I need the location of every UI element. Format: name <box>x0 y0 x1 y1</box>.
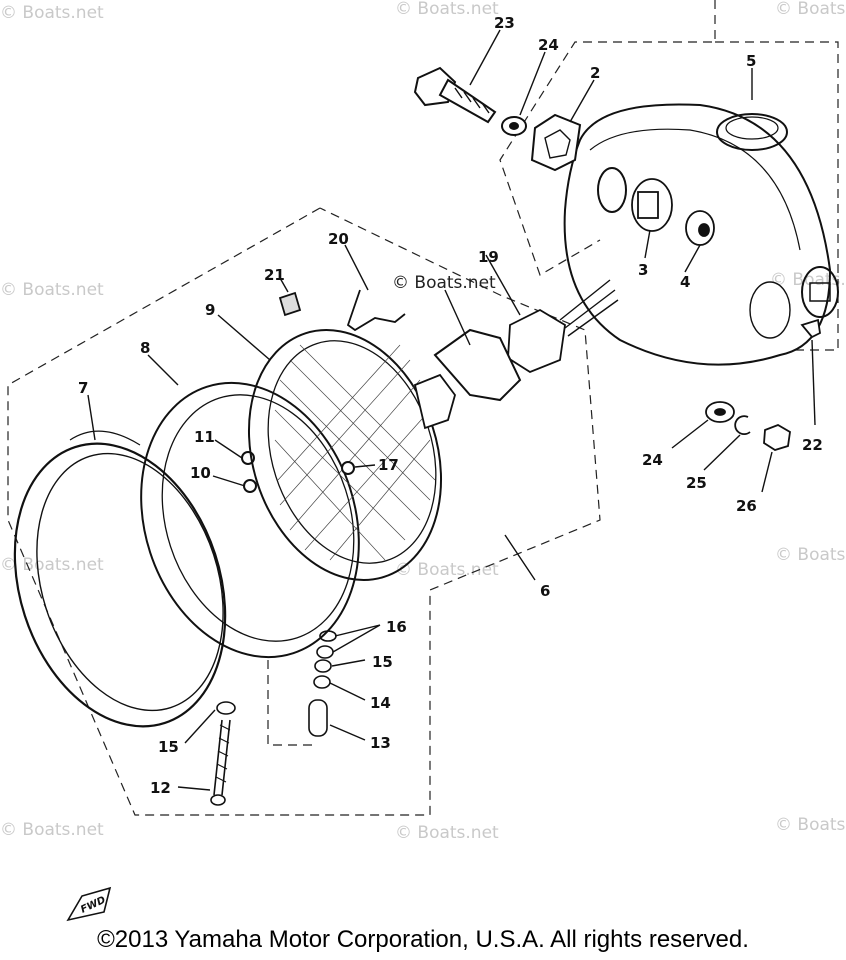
case-boundary-right <box>715 41 839 351</box>
center-watermark: © Boats.net <box>392 273 496 293</box>
callout-10: 10 <box>190 464 211 482</box>
boot-18 <box>433 328 522 402</box>
copyright-text: ©2013 Yamaha Motor Corporation, U.S.A. A… <box>97 926 749 953</box>
watermark: © Boats.net <box>395 560 499 580</box>
callout-6: 6 <box>540 582 550 600</box>
watermark: © Boats.net <box>775 0 846 19</box>
leader-lines <box>87 29 816 791</box>
callout-17: 17 <box>378 456 399 474</box>
forward-arrow-icon: FWD <box>66 886 112 922</box>
watermark: © Boats.net <box>0 280 104 300</box>
case-boundary <box>499 0 716 276</box>
headlight-case <box>563 103 839 366</box>
callout-20: 20 <box>328 230 349 248</box>
callout-15: 15 <box>372 653 393 671</box>
watermark: © Boats.net <box>0 820 104 840</box>
callout-26: 26 <box>736 497 757 515</box>
connector-19 <box>507 279 619 374</box>
watermark: © Boats.net <box>395 0 499 19</box>
part-callouts: 23 24 2 5 3 4 19 20 21 9 8 7 11 10 17 6 … <box>78 14 823 797</box>
spring-clip <box>278 289 406 332</box>
callout-8: 8 <box>140 339 150 357</box>
callout-15: 15 <box>158 738 179 756</box>
callout-5: 5 <box>746 52 756 70</box>
callout-19: 19 <box>478 248 499 266</box>
bulb-socket <box>413 373 456 430</box>
grommet-washer <box>501 113 582 172</box>
callout-3: 3 <box>638 261 648 279</box>
callout-12: 12 <box>150 779 171 797</box>
watermark: © Boats.net <box>0 3 104 23</box>
rim-7 <box>13 430 227 728</box>
watermark: © Boats.net <box>775 545 846 565</box>
callout-24: 24 <box>642 451 663 469</box>
callout-4: 4 <box>680 273 690 291</box>
callout-2: 2 <box>590 64 600 82</box>
callout-24: 24 <box>538 36 559 54</box>
callout-7: 7 <box>78 379 88 397</box>
watermark: © Boats.net <box>775 815 846 835</box>
callout-25: 25 <box>686 474 707 492</box>
body-8 <box>140 381 360 659</box>
lens-9 <box>247 328 443 582</box>
callout-23: 23 <box>494 14 515 32</box>
bolt-23 <box>413 66 497 124</box>
callout-16: 16 <box>386 618 407 636</box>
callout-11: 11 <box>194 428 215 446</box>
callout-13: 13 <box>370 734 391 752</box>
callout-9: 9 <box>205 301 215 319</box>
callout-21: 21 <box>264 266 285 284</box>
mount-hardware <box>705 318 821 451</box>
watermark: © Boats.net <box>770 270 846 290</box>
watermark-layer: © Boats.net © Boats.net © Boats.net © Bo… <box>0 0 846 843</box>
socket-parts <box>631 178 715 246</box>
watermark: © Boats.net <box>395 823 499 843</box>
watermark: © Boats.net <box>0 555 104 575</box>
callout-14: 14 <box>370 694 391 712</box>
callout-22: 22 <box>802 436 823 454</box>
